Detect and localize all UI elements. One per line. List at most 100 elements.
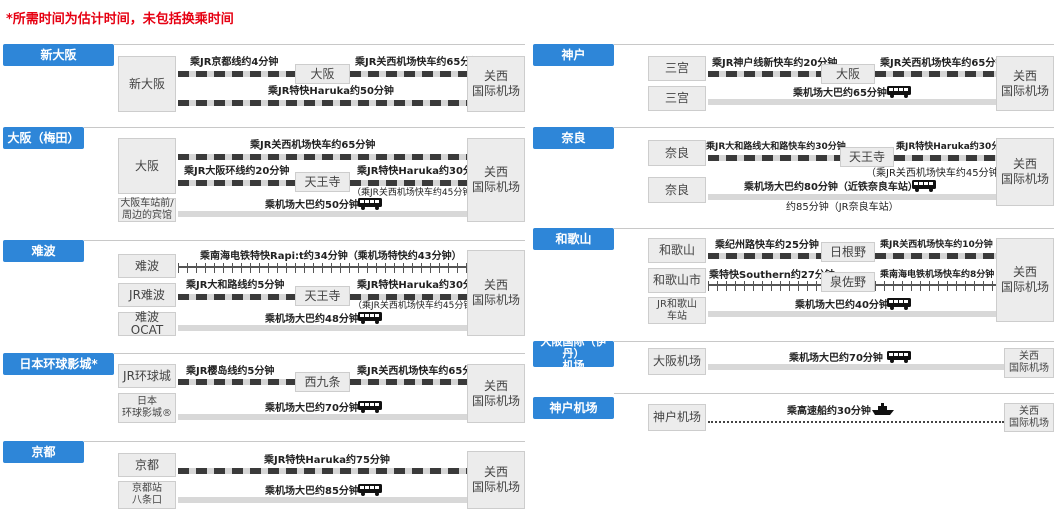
route-label: 乘机场大巴约80分钟（近铁奈良车站） xyxy=(744,182,918,193)
destination-kansai-airport: 关西 国际机场 xyxy=(1004,403,1054,432)
ferry-route xyxy=(708,421,1004,423)
divider xyxy=(614,127,1054,128)
jr-rail-track xyxy=(350,294,467,300)
ship-icon xyxy=(872,403,894,415)
station-jr-namba: JR难波 xyxy=(118,283,176,307)
station-usj: 日本 环球影城® xyxy=(118,393,176,423)
station-nara: 奈良 xyxy=(648,140,706,166)
route-label: 乘JR神户线新快车约20分钟 xyxy=(712,58,838,69)
route-label: 乘JR特快Haruka约30分钟 xyxy=(896,142,1010,152)
route-label: 乘机场大巴约48分钟 xyxy=(265,314,359,325)
route-label: （乘JR关西机场快车约45分钟） xyxy=(353,301,482,311)
route-label: 乘JR关西机场快车约65分钟 xyxy=(250,140,376,151)
route-label: 乘特快Southern约27分钟 xyxy=(709,270,835,281)
route-label: 乘JR特快Haruka约30分钟 xyxy=(357,280,483,291)
region-nara: 奈良 xyxy=(533,127,614,149)
route-label: 乘JR特快Haruka约50分钟 xyxy=(268,86,394,97)
destination-kansai-airport: 关西 国际机场 xyxy=(996,56,1054,111)
jr-rail-track xyxy=(178,154,467,160)
jr-rail-track xyxy=(894,155,996,161)
station-tennoji: 天王寺 xyxy=(840,147,894,167)
route-label: 乘机场大巴约50分钟 xyxy=(265,200,359,211)
jr-rail-track xyxy=(350,71,467,77)
station-jr-wakayama: JR和歌山 车站 xyxy=(648,297,706,324)
station-kyoto-hachijo: 京都站 八条口 xyxy=(118,481,176,509)
route-label: 乘纪州路快车约25分钟 xyxy=(715,240,819,251)
jr-rail-track xyxy=(178,71,295,77)
road-track xyxy=(178,497,467,503)
jr-rail-track xyxy=(708,71,821,77)
divider xyxy=(84,441,525,442)
nankai-rail-track xyxy=(708,281,821,291)
destination-kansai-airport: 关西 国际机场 xyxy=(1004,348,1054,378)
destination-kansai-airport: 关西 国际机场 xyxy=(467,250,525,336)
bus-icon xyxy=(358,401,382,413)
destination-kansai-airport: 关西 国际机场 xyxy=(467,451,525,509)
station-kyoto: 京都 xyxy=(118,453,176,477)
station-wakayama: 和歌山 xyxy=(648,238,706,263)
bus-icon xyxy=(912,180,936,192)
destination-kansai-airport: 关西 国际机场 xyxy=(467,56,525,112)
station-sannomiya: 三宫 xyxy=(648,56,706,81)
road-track xyxy=(178,414,467,420)
jr-rail-track xyxy=(178,180,295,186)
bus-icon xyxy=(887,298,911,310)
jr-rail-track xyxy=(178,468,467,474)
station-namba-ocat: 难波OCAT xyxy=(118,311,176,337)
divider xyxy=(84,127,525,128)
region-namba: 难波 xyxy=(3,240,84,262)
station-osaka: 大阪 xyxy=(295,64,350,84)
divider xyxy=(114,44,525,45)
route-label: 乘机场大巴约70分钟 xyxy=(789,353,883,364)
route-label: 乘JR关西机场快车约65分钟 xyxy=(880,58,1006,69)
road-track xyxy=(178,325,467,331)
route-label: 乘机场大巴约40分钟 xyxy=(795,300,889,311)
route-label: 乘JR京都线约4分钟 xyxy=(190,57,279,68)
station-wakayamashi: 和歌山市 xyxy=(648,268,706,293)
route-label: 乘南海电铁机场快车约8分钟 xyxy=(880,270,995,280)
road-track xyxy=(708,364,1004,370)
station-izumisano: 泉佐野 xyxy=(821,272,875,292)
route-label: 乘机场大巴约85分钟 xyxy=(265,486,359,497)
station-nara: 奈良 xyxy=(648,177,706,203)
station-sannomiya: 三宫 xyxy=(648,86,706,111)
jr-rail-track xyxy=(875,71,996,77)
route-label: 乘机场大巴约65分钟 xyxy=(793,88,887,99)
station-nishikujo: 西九条 xyxy=(295,372,350,392)
route-label: 乘机场大巴约70分钟 xyxy=(265,403,359,414)
route-label: 乘JR关西机场快车约65分钟 xyxy=(355,57,481,68)
jr-rail-track xyxy=(875,253,996,259)
divider xyxy=(614,44,1054,45)
road-track xyxy=(178,211,467,217)
divider xyxy=(614,393,1054,394)
bus-icon xyxy=(887,351,911,363)
station-tennoji: 天王寺 xyxy=(295,172,350,192)
station-osaka: 大阪 xyxy=(118,138,176,194)
region-shin-osaka: 新大阪 xyxy=(3,44,114,66)
route-label: 约85分钟（JR奈良车站） xyxy=(786,202,899,213)
region-umeda: 大阪（梅田） xyxy=(3,127,84,149)
divider xyxy=(614,228,1054,229)
destination-kansai-airport: 关西 国际机场 xyxy=(996,138,1054,206)
bus-icon xyxy=(358,198,382,210)
route-label: （乘JR关西机场快车约45分钟） xyxy=(352,188,481,198)
route-label: 乘JR大阪环线约20分钟 xyxy=(184,166,290,177)
region-itami: 大阪国际（伊丹） 机场 xyxy=(533,336,614,372)
station-jr-universal-city: JR环球城 xyxy=(118,364,176,388)
jr-rail-track xyxy=(708,253,821,259)
jr-rail-track xyxy=(350,379,467,385)
jr-rail-track xyxy=(178,379,295,385)
destination-kansai-airport: 关西 国际机场 xyxy=(467,138,525,222)
route-label: 乘高速船约30分钟 xyxy=(787,406,871,417)
route-label: 乘JR关西机场快车约10分钟 xyxy=(880,240,993,250)
nankai-rail-track xyxy=(875,281,996,291)
road-track xyxy=(708,99,996,105)
region-kyoto: 京都 xyxy=(3,441,84,463)
region-usj: 日本环球影城* xyxy=(3,353,114,375)
divider xyxy=(84,240,525,241)
station-kobe-airport: 神户机场 xyxy=(648,404,706,431)
route-label: 乘JR樱岛线约5分钟 xyxy=(186,366,275,377)
route-label: 乘JR特快Haruka约30分钟 xyxy=(357,166,483,177)
route-label: 乘JR关西机场快车约65分钟 xyxy=(357,366,483,377)
region-wakayama: 和歌山 xyxy=(533,228,614,250)
